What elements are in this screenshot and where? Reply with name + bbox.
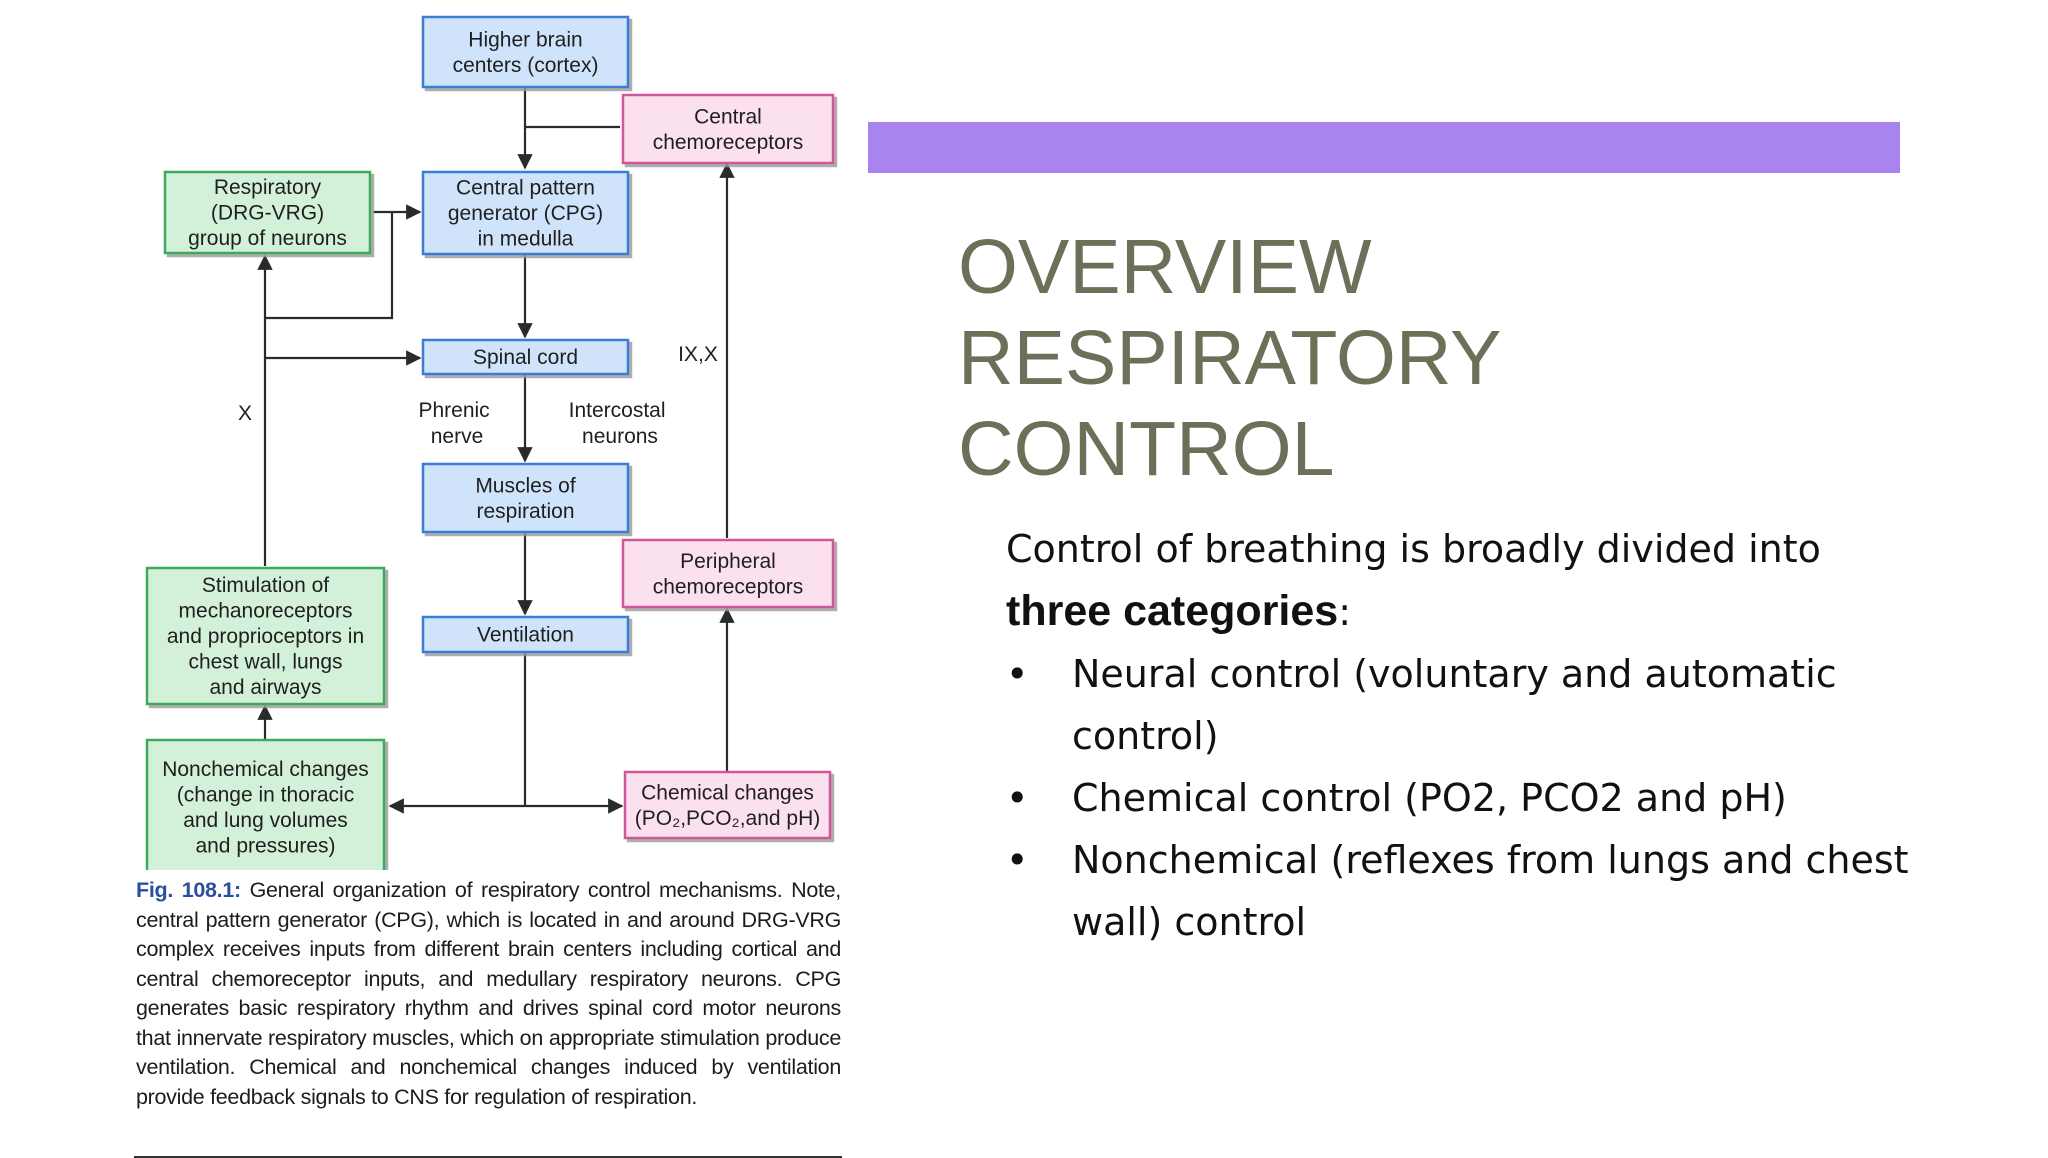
bullet-list: • Neural control (voluntary and automatic… bbox=[1006, 643, 1946, 953]
bullet-text: Neural control (voluntary and automatic … bbox=[1072, 652, 1837, 758]
accent-bar bbox=[868, 122, 1900, 173]
label-phrenic-nerve: Phrenic nerve bbox=[418, 399, 495, 448]
node-label: Ventilation bbox=[477, 624, 574, 647]
label-vagus-x: X bbox=[238, 402, 252, 425]
bullet-dot-icon: • bbox=[1006, 776, 1029, 820]
figure-label: Fig. 108.1: bbox=[136, 878, 241, 902]
node-box bbox=[421, 170, 630, 256]
slide-body: Control of breathing is broadly divided … bbox=[1006, 518, 1946, 953]
node-box bbox=[163, 170, 372, 255]
node-box bbox=[421, 338, 630, 376]
node-box bbox=[145, 738, 386, 870]
node-box bbox=[623, 770, 832, 840]
intro-suffix: : bbox=[1338, 590, 1352, 634]
slide-title: OVERVIEW RESPIRATORY CONTROL bbox=[958, 224, 1502, 492]
figure-caption: Fig. 108.1: General organization of resp… bbox=[136, 876, 841, 1112]
label-ix-x: IX,X bbox=[678, 343, 718, 366]
bullet-item-neural: • Neural control (voluntary and automatic… bbox=[1006, 643, 1946, 767]
bullet-dot-icon: • bbox=[1006, 652, 1029, 696]
node-spinal-cord: Spinal cord bbox=[421, 338, 630, 376]
intro-text: Control of breathing is broadly divided … bbox=[1006, 527, 1821, 571]
node-label: Spinal cord bbox=[473, 346, 578, 369]
bullet-item-chemical: • Chemical control (PO2, PCO2 and pH) bbox=[1006, 767, 1946, 829]
bullet-text: Chemical control (PO2, PCO2 and pH) bbox=[1072, 776, 1787, 820]
node-ventilation: Ventilation bbox=[421, 615, 630, 654]
figure-caption-text: General organization of respiratory cont… bbox=[136, 878, 841, 1109]
node-respiratory-drg-vrg: Respiratory(DRG-VRG)group of neurons bbox=[163, 170, 372, 255]
node-box bbox=[145, 566, 386, 706]
node-chemical-changes: Chemical changes(PO₂,PCO₂,and pH) bbox=[623, 770, 832, 840]
node-label: Chemical changes(PO₂,PCO₂,and pH) bbox=[635, 781, 821, 830]
intro-bold: three categories bbox=[1006, 587, 1339, 635]
intro-paragraph: Control of breathing is broadly divided … bbox=[1006, 518, 1946, 643]
node-box bbox=[621, 93, 835, 165]
node-box bbox=[621, 538, 835, 609]
diagram-connectors bbox=[257, 87, 735, 814]
edge-feedback-cpg bbox=[265, 212, 394, 320]
node-label: Respiratory(DRG-VRG)group of neurons bbox=[188, 176, 347, 250]
bullet-item-nonchemical: • Nonchemical (reflexes from lungs and ch… bbox=[1006, 829, 1946, 953]
node-box bbox=[421, 462, 630, 534]
node-box bbox=[421, 15, 630, 89]
label-intercostal-neurons: Intercostal neurons bbox=[569, 399, 672, 448]
node-box bbox=[421, 615, 630, 654]
bullet-dot-icon: • bbox=[1006, 838, 1029, 882]
bullet-text: Nonchemical (reflexes from lungs and che… bbox=[1072, 838, 1909, 944]
